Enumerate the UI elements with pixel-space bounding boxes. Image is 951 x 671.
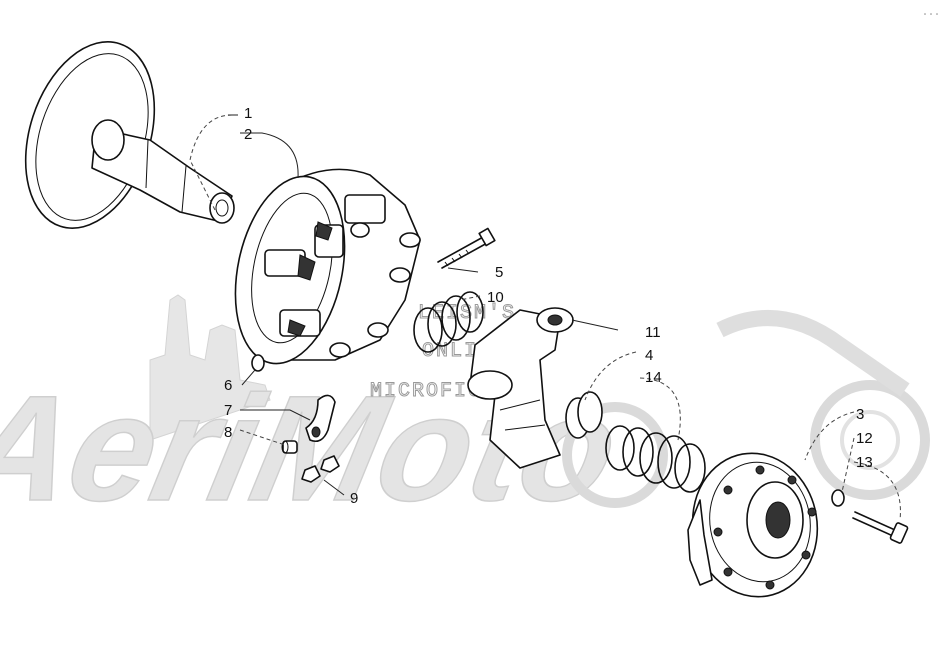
callout-14: 14	[645, 369, 662, 386]
cover-3	[687, 452, 819, 598]
callout-13: 13	[856, 454, 873, 471]
long-screw-5	[437, 227, 496, 269]
movable-sheave-housing	[234, 168, 421, 365]
weight-arm-7	[305, 394, 336, 443]
callout-2: 2	[244, 126, 252, 143]
nuts-9	[301, 455, 340, 483]
callout-12: 12	[856, 430, 873, 447]
callout-5: 5	[495, 264, 503, 281]
housing-towers	[264, 194, 421, 358]
spider-11	[467, 307, 574, 469]
fixed-sheave-with-shaft	[24, 41, 235, 229]
callout-11: 11	[645, 324, 661, 341]
callout-10: 10	[487, 289, 504, 306]
callout-3: 3	[856, 406, 864, 423]
cover-bolt-holes	[713, 465, 817, 590]
callout-4: 4	[645, 347, 653, 364]
cup-bushing-4	[565, 391, 603, 439]
callout-7: 7	[224, 402, 232, 419]
washer-12	[831, 489, 845, 507]
callout-labels: 1 2 3 4 5 6 7 8 9 10 11 12 13 14	[224, 105, 873, 507]
callout-8: 8	[224, 424, 232, 441]
watermark-skyline	[149, 294, 271, 441]
pin-8	[281, 440, 298, 454]
corner-dots	[924, 13, 938, 15]
nut-6	[251, 354, 265, 372]
bolt-13	[852, 511, 909, 544]
callout-9: 9	[350, 490, 358, 507]
callout-1: 1	[244, 105, 252, 122]
leader-lines	[189, 114, 901, 521]
spring-14	[605, 425, 706, 493]
callout-6: 6	[224, 377, 232, 394]
bushing-stack-10	[413, 291, 484, 353]
